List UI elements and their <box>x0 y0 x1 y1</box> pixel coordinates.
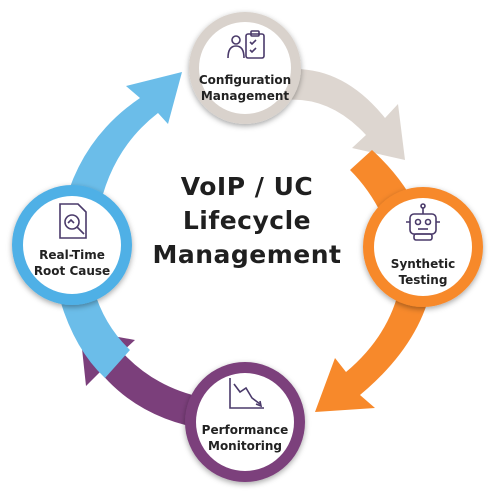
arrow-rootcause-to-config <box>62 72 182 215</box>
stage-synthetic-testing <box>363 187 483 307</box>
title-line-3: Management <box>152 240 342 269</box>
title-line-1: VoIP / UC <box>180 172 314 201</box>
performance-monitoring-label: Performance Monitoring <box>201 423 289 453</box>
stage-performance-monitoring <box>185 362 305 482</box>
stage-configuration-management <box>189 12 301 124</box>
stage-real-time-root-cause <box>12 185 132 305</box>
robot-icon <box>406 203 440 241</box>
arrow-synthetic-to-performance <box>315 285 432 412</box>
configuration-management-label: Configuration Management <box>198 73 292 103</box>
cycle-arrows <box>60 69 432 430</box>
real-time-root-cause-label: Real-Time Root Cause <box>33 248 111 278</box>
diagram-title: VoIP / UC Lifecycle Management <box>147 170 347 272</box>
arrow-blue-body <box>60 290 130 378</box>
title-line-2: Lifecycle <box>182 206 312 235</box>
clipboard-checklist-icon <box>227 30 265 59</box>
declining-chart-icon <box>229 378 264 409</box>
document-search-icon <box>59 203 87 239</box>
arrow-config-to-synthetic <box>280 69 405 160</box>
synthetic-testing-label: Synthetic Testing <box>390 257 456 287</box>
